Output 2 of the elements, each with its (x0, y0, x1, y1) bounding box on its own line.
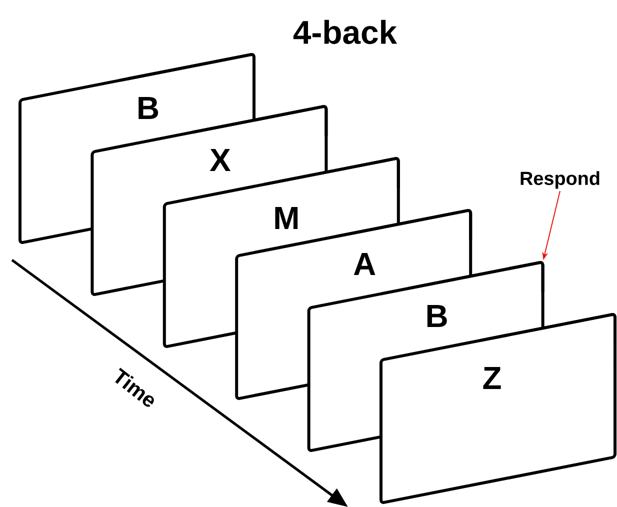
title: 4-back (293, 20, 398, 44)
callout-text: Respond (520, 171, 600, 189)
